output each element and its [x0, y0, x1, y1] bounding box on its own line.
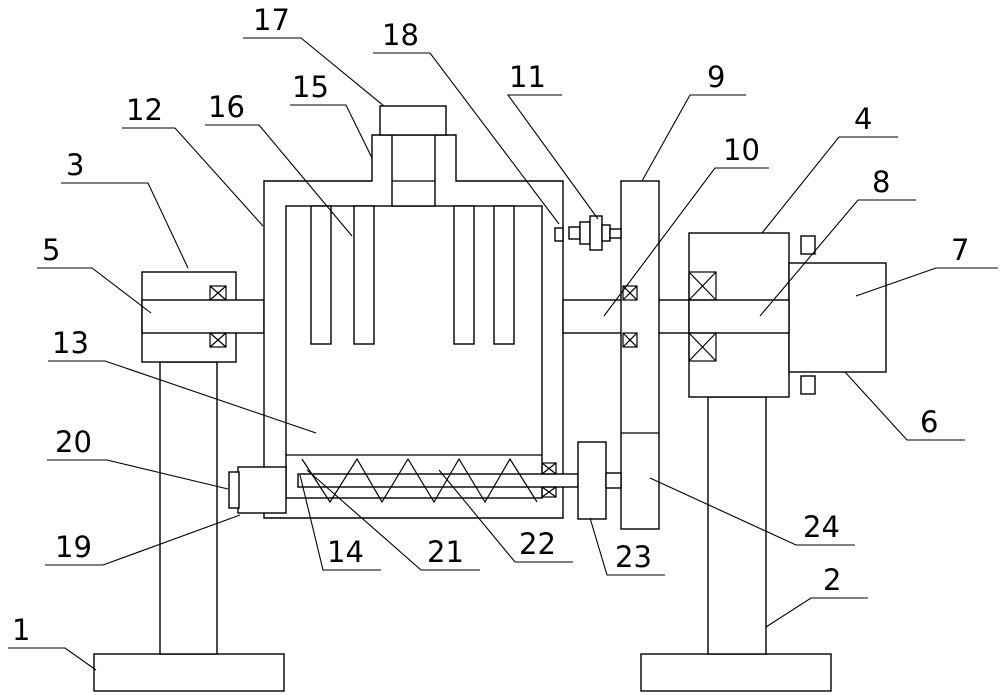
left-bearing-top: [209, 285, 227, 301]
left-shaft: [141, 299, 265, 334]
leader-14: [299, 474, 381, 571]
motor-bolt-bottom: [800, 375, 816, 395]
left-support: [93, 271, 285, 692]
label-9: 9: [707, 60, 725, 94]
right-base-plate: [640, 653, 832, 692]
right-column: [707, 396, 767, 655]
label-7: 7: [951, 233, 969, 267]
discharge-pipe: [237, 466, 287, 514]
label-8: 8: [872, 165, 890, 199]
leader-21: [306, 469, 480, 571]
left-bearing-bottom: [209, 332, 227, 348]
label-14: 14: [327, 535, 364, 569]
right-shaft-inner: [688, 299, 790, 334]
motor-bolt-top: [800, 235, 816, 255]
leader-19: [45, 514, 241, 566]
leader-3: [61, 182, 189, 269]
screw-bearing: [541, 462, 557, 475]
small-gear: [577, 441, 607, 520]
stirring-blade-4: [493, 205, 515, 345]
label-22: 22: [519, 527, 556, 561]
label-3: 3: [66, 148, 84, 182]
label-20: 20: [55, 425, 92, 459]
leader-2: [765, 597, 868, 628]
leader-8: [759, 199, 916, 317]
leader-16: [205, 124, 353, 237]
leader-6: [844, 371, 965, 441]
gear-bearing: [622, 285, 638, 348]
label-6: 6: [920, 405, 938, 439]
pinion-hub: [605, 472, 622, 489]
label-1: 1: [12, 613, 30, 647]
leader-22: [438, 469, 573, 563]
left-column: [159, 361, 218, 655]
sensor: [554, 227, 564, 242]
label-12: 12: [126, 93, 163, 127]
label-23: 23: [615, 540, 652, 574]
leader-11: [506, 94, 599, 220]
right-support: [640, 232, 887, 692]
housing-bearing: [688, 271, 717, 362]
label-13: 13: [52, 326, 89, 360]
discharge-nozzle: [228, 471, 240, 509]
leader-4: [761, 136, 898, 234]
leader-lines: [8, 37, 998, 671]
motor: [788, 262, 887, 373]
leader-17: [243, 37, 385, 107]
left-base-plate: [93, 653, 285, 692]
stirring-blade-3: [453, 205, 475, 345]
leader-7: [855, 267, 998, 297]
screw-bearing-lower: [541, 486, 557, 498]
leader-12: [122, 127, 264, 227]
part-labels: 1 2 3 4 5 6 7 8 9 10 11 12 13 14 15 16 1…: [12, 3, 969, 647]
leader-15: [290, 104, 373, 159]
screw-flight: [301, 457, 538, 504]
leader-24: [649, 477, 855, 546]
leader-1: [8, 647, 97, 671]
label-5: 5: [42, 233, 60, 267]
large-gear: [620, 180, 660, 530]
label-11: 11: [509, 60, 546, 94]
label-19: 19: [55, 530, 92, 564]
label-18: 18: [382, 18, 419, 52]
leader-5: [37, 267, 152, 314]
valve: [568, 215, 622, 251]
leader-18: [373, 52, 560, 225]
label-21: 21: [427, 535, 464, 569]
label-16: 16: [208, 90, 245, 124]
label-2: 2: [823, 563, 841, 597]
stirring-blade-1: [310, 205, 332, 345]
leader-13: [48, 360, 317, 434]
stirring-blade-2: [353, 205, 375, 345]
leader-20: [47, 459, 229, 490]
label-4: 4: [854, 102, 872, 136]
label-10: 10: [723, 133, 760, 167]
feed-inlet: [391, 134, 436, 207]
mixing-tank: [228, 105, 579, 519]
label-15: 15: [292, 70, 329, 104]
inlet-cover: [379, 105, 447, 136]
leader-10: [603, 167, 769, 317]
label-17: 17: [253, 3, 290, 37]
label-24: 24: [803, 510, 840, 544]
leader-9: [641, 94, 746, 182]
leader-23: [589, 517, 665, 576]
